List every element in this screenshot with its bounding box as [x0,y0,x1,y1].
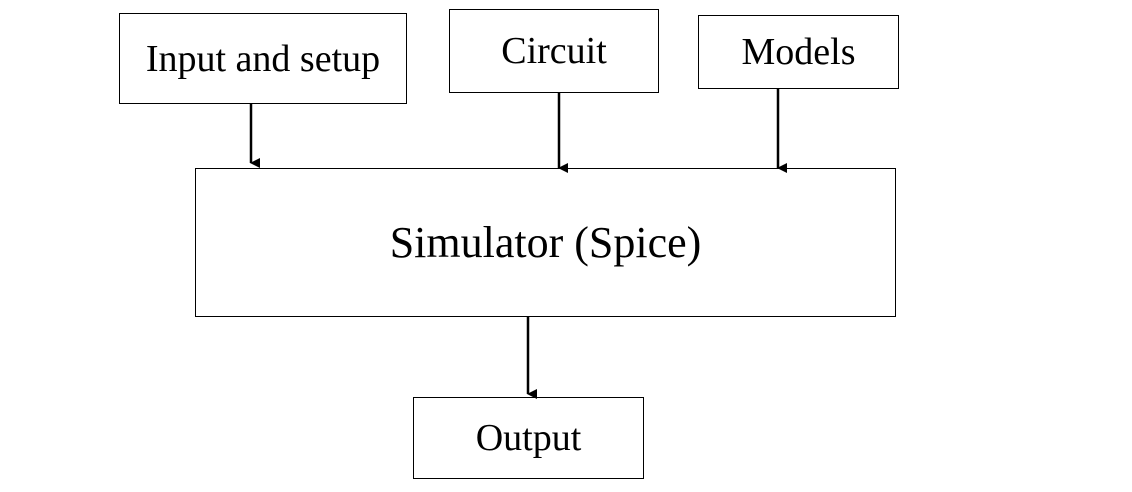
left-margin [0,0,108,492]
simulator-label: Simulator (Spice) [389,217,702,267]
models-label: Models [741,31,856,73]
models-box: Models [698,15,899,89]
input-and-setup-box: Input and setup [119,13,407,104]
circuit-label: Circuit [501,30,607,72]
input-and-setup-label: Input and setup [145,37,381,80]
output-box: Output [413,397,644,479]
circuit-box: Circuit [449,9,659,93]
simulator-box: Simulator (Spice) [195,168,896,317]
output-label: Output [475,417,582,459]
